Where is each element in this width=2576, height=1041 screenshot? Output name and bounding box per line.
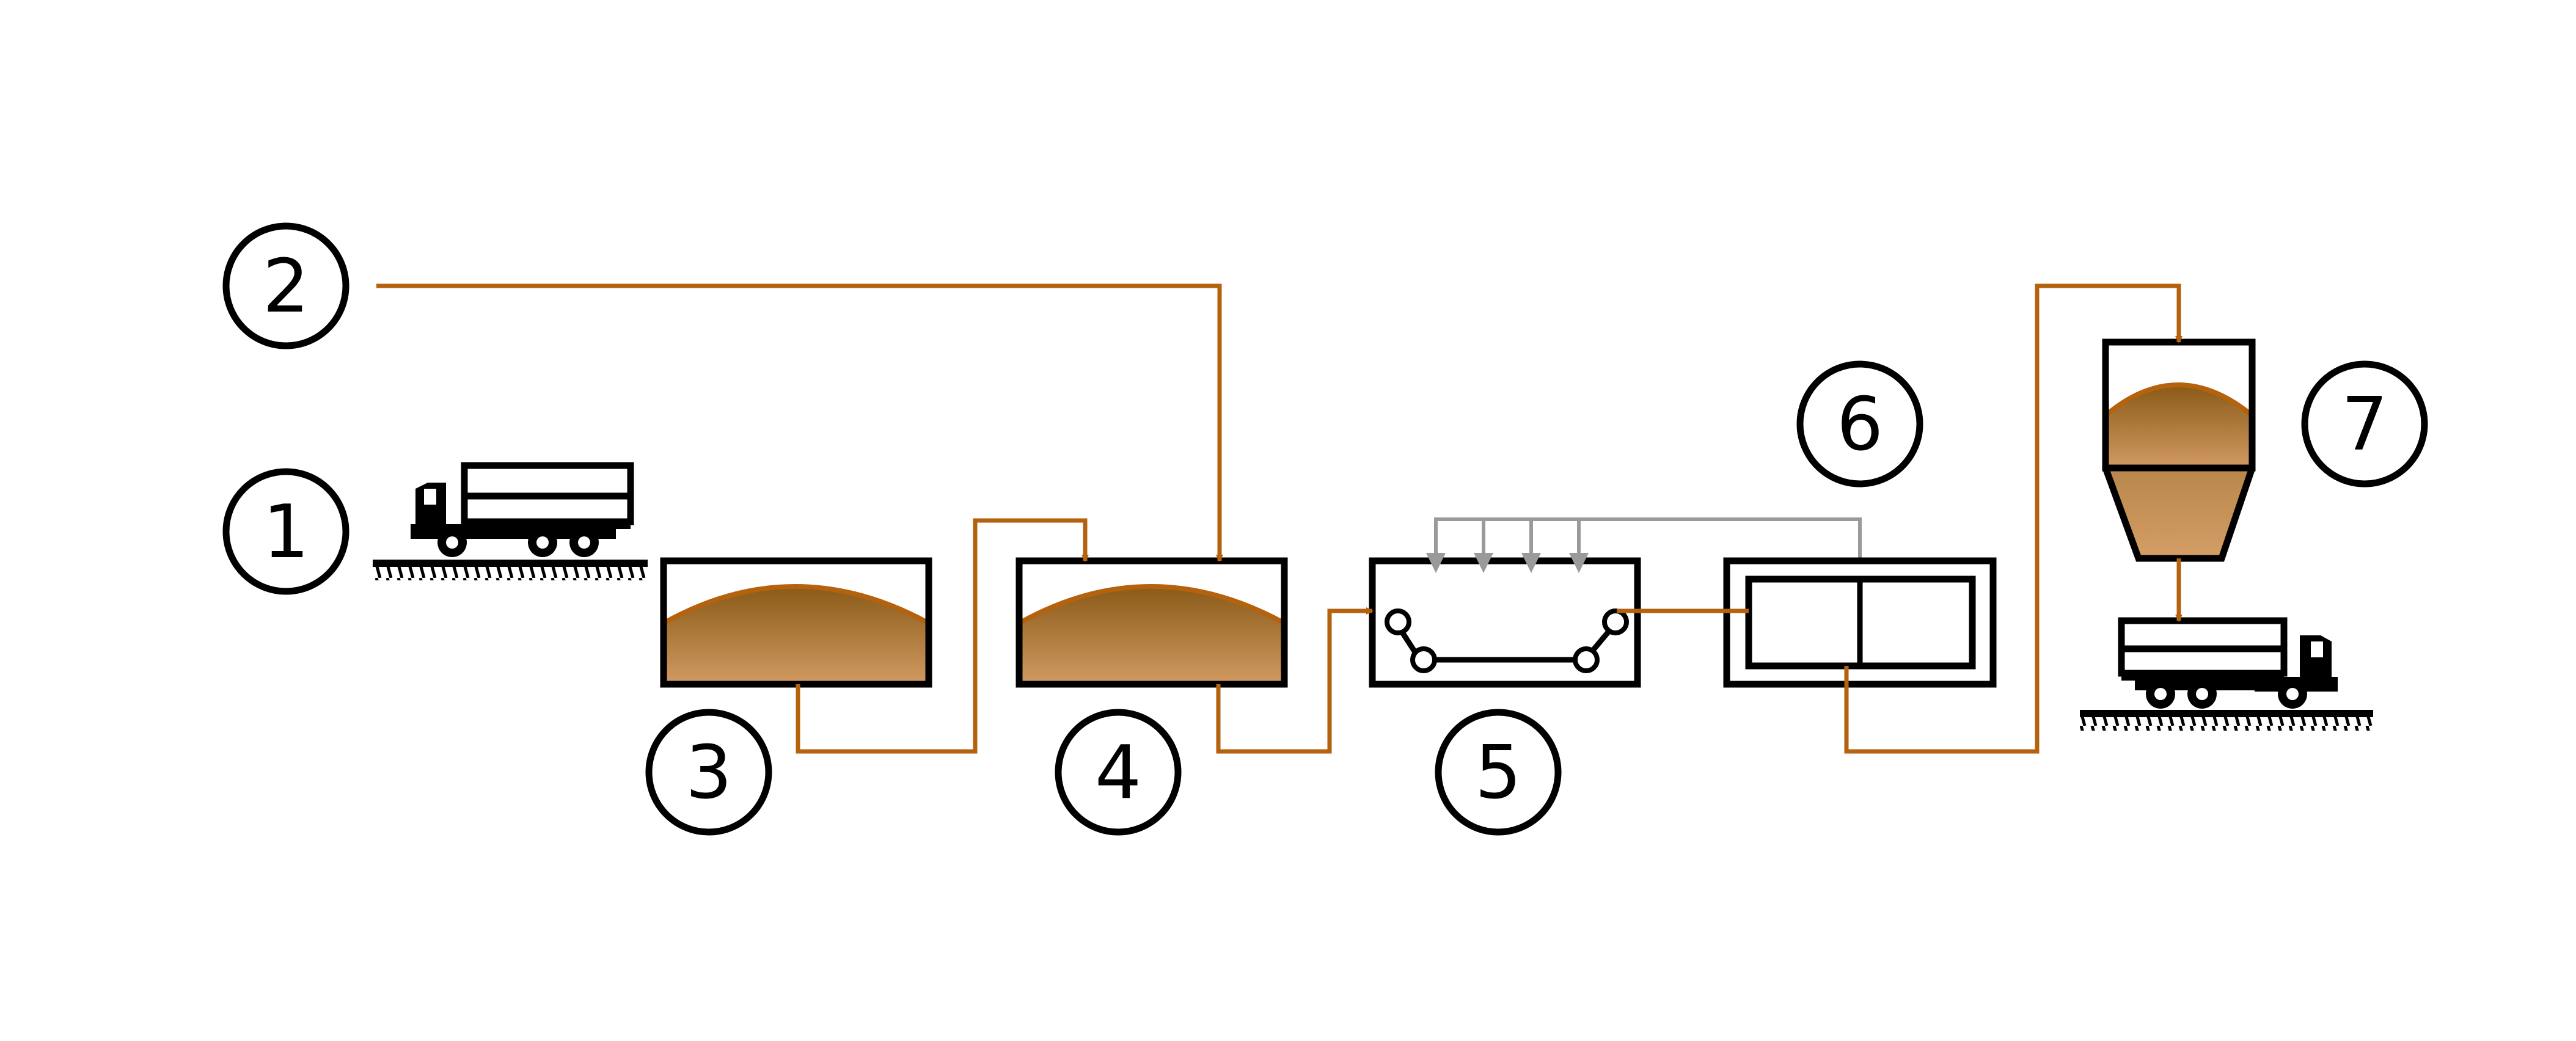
label-6-marker: 6 bbox=[1796, 360, 1923, 488]
storage-silo-7 bbox=[2102, 338, 2256, 562]
flow-4-to-5 bbox=[1216, 607, 1374, 754]
label-5-text: 5 bbox=[1475, 731, 1521, 816]
flow-3-to-4 bbox=[796, 518, 1089, 754]
label-2-marker: 2 bbox=[222, 222, 349, 349]
label-4-text: 4 bbox=[1095, 731, 1141, 816]
label-4-marker: 4 bbox=[1055, 709, 1182, 836]
label-2-text: 2 bbox=[263, 244, 309, 329]
receiving-storage-bin-3 bbox=[660, 557, 932, 688]
label-5-marker: 5 bbox=[1435, 709, 1562, 836]
ground-right bbox=[2080, 710, 2373, 731]
label-1-text: 1 bbox=[263, 490, 309, 575]
washing-conveyor-5 bbox=[1369, 557, 1641, 688]
water-supply-lines bbox=[1426, 517, 1862, 573]
ground-left bbox=[373, 560, 648, 580]
material-flow-lines bbox=[376, 283, 2183, 754]
delivery-truck-icon bbox=[411, 462, 634, 557]
mixing-bin-4 bbox=[1015, 557, 1288, 688]
label-1-marker: 1 bbox=[222, 468, 349, 595]
label-6-text: 6 bbox=[1837, 382, 1883, 467]
flow-2-to-4 bbox=[376, 283, 1223, 562]
label-7-text: 7 bbox=[2341, 382, 2388, 467]
label-7-marker: 7 bbox=[2301, 360, 2428, 488]
loading-truck-icon bbox=[2118, 617, 2338, 709]
label-3-marker: 3 bbox=[645, 709, 772, 836]
flow-6-to-7 bbox=[1844, 283, 2183, 754]
dryer-6 bbox=[1723, 557, 1997, 688]
label-3-text: 3 bbox=[686, 731, 732, 816]
